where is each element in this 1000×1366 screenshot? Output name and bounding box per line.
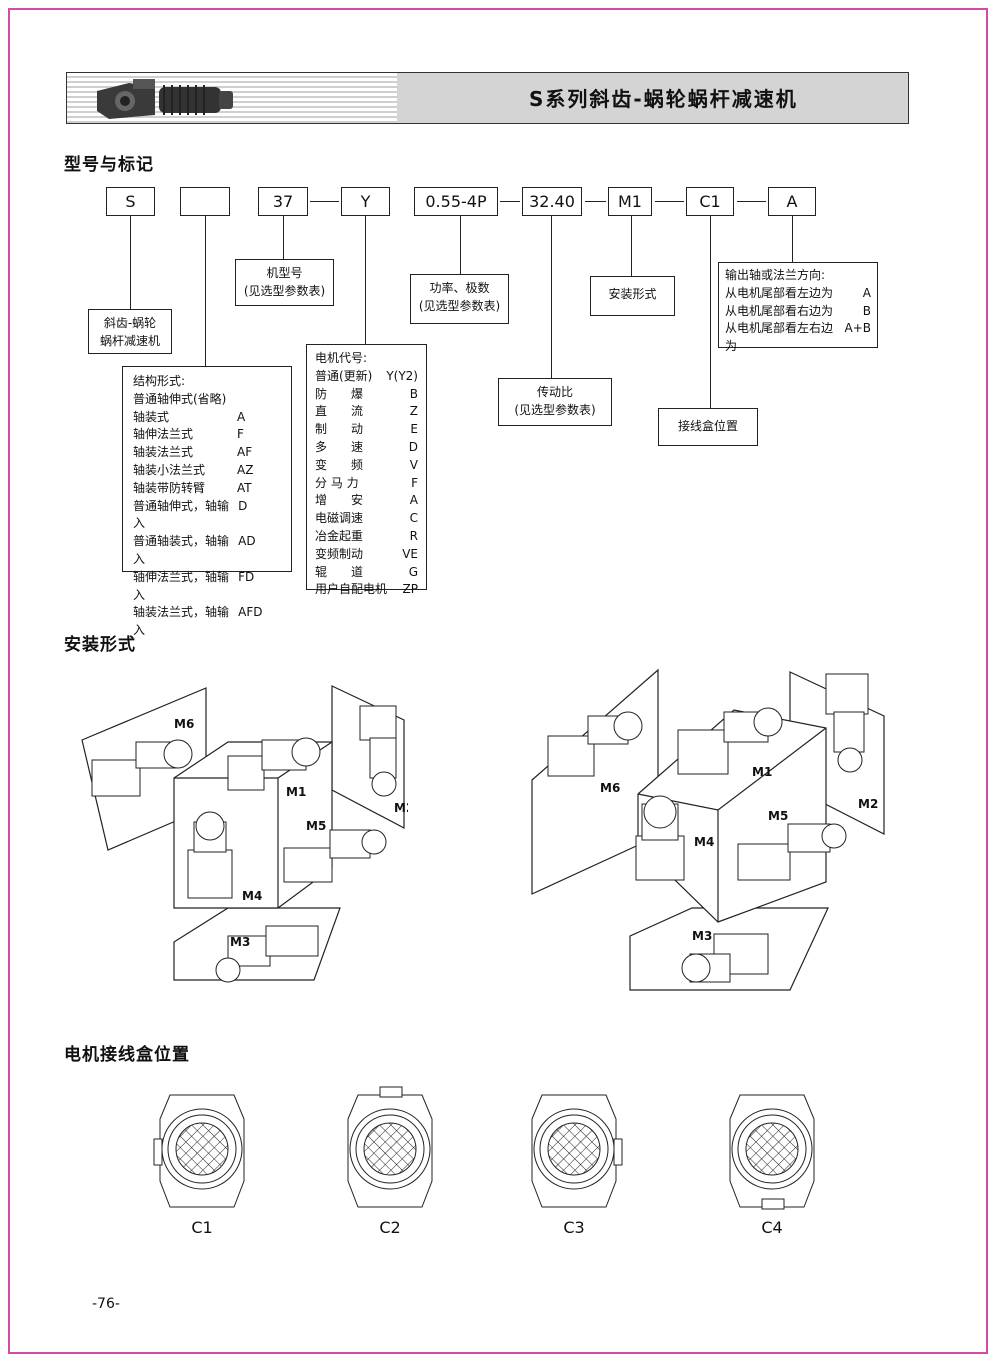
terminal-label-c4: C4	[761, 1218, 783, 1237]
note-frame: 机型号(见选型参数表)	[235, 259, 334, 306]
mount-label-m2: M2	[394, 801, 408, 815]
mount-label-m2: M2	[858, 797, 878, 811]
mount-label-m4: M4	[242, 889, 262, 903]
section-terminal-title: 电机接线盒位置	[64, 1045, 190, 1065]
code-output: A	[768, 187, 816, 216]
connector-terminal	[710, 216, 711, 408]
code-frame: 37	[258, 187, 308, 216]
structure-row: 普通轴伸式(省略)	[133, 391, 227, 406]
terminal-label-c3: C3	[563, 1218, 585, 1237]
connector-mount	[631, 216, 632, 276]
mount-label-m4: M4	[694, 835, 714, 849]
terminal-position-c3	[531, 1094, 623, 1208]
code-motor: Y	[341, 187, 390, 216]
code-mount: M1	[608, 187, 652, 216]
terminal-label-c2: C2	[379, 1218, 401, 1237]
code-series: S	[106, 187, 155, 216]
mount-label-m5: M5	[768, 809, 788, 823]
connector-ratio	[551, 216, 552, 378]
mount-label-m3: M3	[692, 929, 712, 943]
dash	[310, 201, 339, 202]
connector-output	[792, 216, 793, 262]
note-terminal: 接线盒位置	[658, 408, 758, 446]
mounting-diagram-left: M6 M1 M2 M5 M4 M3	[81, 685, 408, 983]
connector-frame	[283, 216, 284, 260]
page-title: S系列斜齿-蜗轮蜗杆减速机	[529, 87, 798, 111]
code-power: 0.55-4P	[414, 187, 498, 216]
page-header: S系列斜齿-蜗轮蜗杆减速机	[66, 72, 909, 124]
mount-label-m3: M3	[230, 935, 250, 949]
note-ratio: 传动比(见选型参数表)	[498, 378, 612, 426]
mounting-diagram-right: M6 M1 M2 M5 M4 M3	[531, 668, 885, 991]
note-power: 功率、极数(见选型参数表)	[410, 274, 509, 324]
connector-structure	[205, 216, 206, 366]
mount-label-m1: M1	[752, 765, 772, 779]
dash	[737, 201, 766, 202]
terminal-position-c1	[153, 1094, 245, 1208]
connector-series	[130, 216, 131, 310]
page-number: -76-	[92, 1296, 120, 1312]
connector-power	[460, 216, 461, 274]
terminal-position-c4	[729, 1094, 815, 1210]
motor-row: 普通(更新)Y(Y2)	[315, 368, 418, 383]
gear-motor-photo-icon	[97, 79, 233, 119]
note-series: 斜齿-蜗轮蜗杆减速机	[88, 309, 172, 354]
dash	[585, 201, 606, 202]
section-mounting-title: 安装形式	[64, 635, 136, 655]
code-terminal: C1	[686, 187, 734, 216]
dash	[655, 201, 684, 202]
mount-label-m1: M1	[286, 785, 306, 799]
section-model-title: 型号与标记	[64, 155, 154, 175]
connector-motor	[365, 216, 366, 344]
code-structure	[180, 187, 230, 216]
mount-label-m6: M6	[174, 717, 194, 731]
mount-label-m6: M6	[600, 781, 620, 795]
page-border	[8, 8, 988, 1354]
terminal-position-c2	[347, 1086, 433, 1208]
mount-label-m5: M5	[306, 819, 326, 833]
dash	[500, 201, 520, 202]
note-mount: 安装形式	[590, 276, 675, 316]
terminal-label-c1: C1	[191, 1218, 213, 1237]
code-ratio: 32.40	[522, 187, 582, 216]
